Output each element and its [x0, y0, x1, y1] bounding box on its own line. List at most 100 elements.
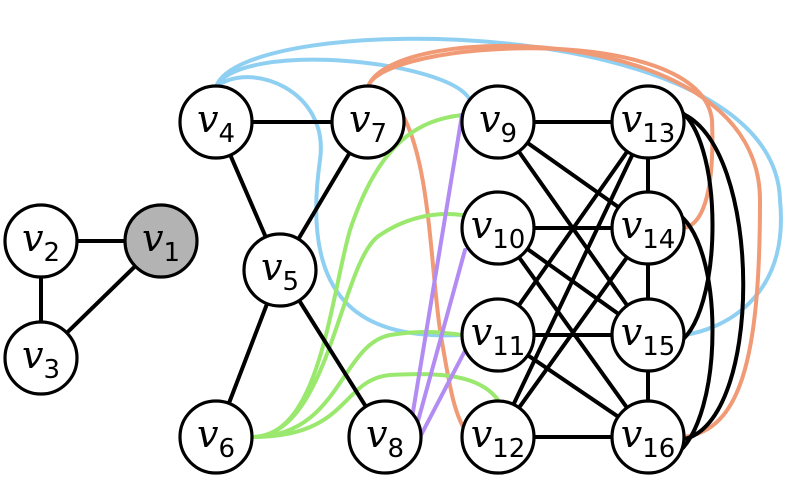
edge-blue-v4-v15: [214, 36, 783, 337]
node-label: v8: [366, 412, 404, 464]
node-circle: [347, 399, 423, 475]
node-circle: [610, 84, 686, 160]
node-label-subscript: 5: [282, 267, 299, 297]
node-label-base: v: [366, 412, 388, 456]
node-label-base: v: [22, 216, 44, 260]
node-label: v11: [471, 310, 526, 362]
node-label: v13: [621, 97, 676, 149]
node-label: v7: [349, 97, 387, 149]
edge-orange-v7-v16: [366, 43, 763, 439]
node-label-subscript: 13: [642, 119, 675, 149]
node-label: v15: [621, 310, 676, 362]
node-label-base: v: [471, 203, 493, 247]
edge-purple-v8-v11: [418, 343, 470, 439]
node-label: v5: [261, 245, 299, 297]
node-label-base: v: [621, 97, 643, 141]
edge-purple-v8-v10: [413, 248, 467, 434]
edge-black-v13-v16: [676, 110, 746, 442]
node-label-subscript: 16: [642, 434, 675, 464]
node-label-subscript: 10: [492, 225, 525, 255]
edge-orange-v7-v14: [366, 46, 715, 230]
edge-black-v12-v13: [496, 120, 650, 439]
edge-black-v11-v13: [496, 120, 650, 337]
node-label-base: v: [197, 97, 219, 141]
node-label-base: v: [479, 97, 501, 141]
edge-green-v6-v10: [250, 212, 464, 439]
node-label-subscript: 9: [500, 119, 517, 149]
node-label-subscript: 6: [218, 434, 235, 464]
node-label: v10: [471, 203, 526, 255]
node-v11: v11: [460, 297, 536, 373]
node-circle: [242, 232, 318, 308]
node-label-base: v: [621, 412, 643, 456]
edge-black-v12-v14: [496, 226, 650, 439]
node-label: v9: [479, 97, 517, 149]
edge-purple-v8-v9: [408, 113, 464, 432]
node-label: v2: [22, 216, 60, 268]
node-label: v14: [621, 203, 676, 255]
node-circle: [330, 84, 406, 160]
node-circle: [460, 399, 536, 475]
node-circle: [460, 84, 536, 160]
node-v8: v8: [347, 399, 423, 475]
node-label-subscript: 2: [43, 238, 60, 268]
node-label-subscript: 11: [492, 332, 525, 362]
node-label: v16: [621, 412, 676, 464]
edge-black-v13-v15: [673, 106, 715, 347]
node-label-base: v: [22, 333, 44, 377]
node-label-subscript: 1: [163, 238, 180, 268]
node-label: v1: [142, 216, 180, 268]
node-v2: v2: [3, 203, 79, 279]
node-label-base: v: [142, 216, 164, 260]
node-label-subscript: 12: [492, 434, 525, 464]
node-circle: [610, 297, 686, 373]
node-label-base: v: [471, 310, 493, 354]
node-circle: [3, 203, 79, 279]
edge-orange-v7-v12: [398, 108, 472, 439]
node-v9: v9: [460, 84, 536, 160]
node-circle: [3, 320, 79, 396]
node-v12: v12: [460, 399, 536, 475]
node-v4: v4: [178, 84, 254, 160]
node-label-subscript: 15: [642, 332, 675, 362]
node-v15: v15: [610, 297, 686, 373]
node-label: v6: [197, 412, 235, 464]
node-v6: v6: [178, 399, 254, 475]
edge-blue-v4-v9: [214, 75, 464, 338]
node-label-subscript: 3: [43, 355, 60, 385]
node-label-base: v: [349, 97, 371, 141]
node-label: v3: [22, 333, 60, 385]
node-circle: [610, 190, 686, 266]
node-v5: v5: [242, 232, 318, 308]
node-label-subscript: 14: [642, 225, 675, 255]
node-label-subscript: 7: [370, 119, 387, 149]
node-label-base: v: [261, 245, 283, 289]
node-v14: v14: [610, 190, 686, 266]
node-circle: [610, 399, 686, 475]
edge-blue-v4-v11: [214, 57, 472, 102]
edge-green-v6-v12: [250, 372, 500, 439]
node-label: v4: [197, 97, 235, 149]
node-label-base: v: [621, 310, 643, 354]
node-label-subscript: 8: [387, 434, 404, 464]
node-label-base: v: [621, 203, 643, 247]
node-circle: [460, 190, 536, 266]
node-label-subscript: 4: [218, 119, 235, 149]
node-label-base: v: [197, 412, 219, 456]
node-label-base: v: [471, 412, 493, 456]
node-circle: [460, 297, 536, 373]
node-circle: [178, 84, 254, 160]
node-label: v12: [471, 412, 526, 464]
edge-green-v6-v11: [250, 329, 464, 439]
node-v10: v10: [460, 190, 536, 266]
node-circle: [178, 399, 254, 475]
node-v7: v7: [330, 84, 406, 160]
node-circle: [123, 203, 199, 279]
node-v3: v3: [3, 320, 79, 396]
node-v13: v13: [610, 84, 686, 160]
node-v1: v1: [123, 203, 199, 279]
colored-edges: [214, 36, 783, 439]
